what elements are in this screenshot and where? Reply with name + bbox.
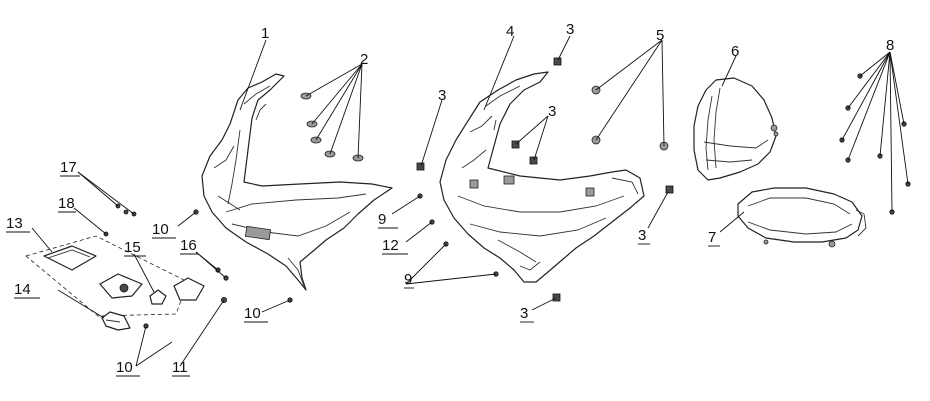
callout-16: 16 (180, 237, 197, 254)
callout-13: 13 (6, 215, 23, 232)
callout-9-lower: 9 (404, 271, 412, 288)
callout-2: 2 (360, 51, 368, 68)
callout-10-bottom: 10 (116, 359, 133, 376)
leader-lines (31, 35, 909, 367)
inner-frame-part (439, 71, 645, 283)
callout-labels: 1 2 3 3 3 3 3 4 5 6 7 8 9 9 10 10 10 11 … (6, 21, 894, 376)
callout-15: 15 (124, 239, 141, 256)
callout-7: 7 (708, 229, 716, 246)
callout-1: 1 (261, 25, 269, 42)
callout-3-mid: 3 (548, 103, 556, 120)
label-underlines (6, 175, 720, 377)
lower-lens-part (737, 187, 867, 248)
callout-12: 12 (382, 237, 399, 254)
callout-9-upper: 9 (378, 211, 386, 228)
callout-3-left: 3 (438, 87, 446, 104)
callout-3-bottom: 3 (520, 305, 528, 322)
callout-5: 5 (656, 27, 664, 44)
callout-8: 8 (886, 37, 894, 54)
callout-18: 18 (58, 195, 75, 212)
bracket-subassembly (25, 235, 205, 331)
callout-10-left: 10 (152, 221, 169, 238)
callout-3-top: 3 (566, 21, 574, 38)
callout-17: 17 (60, 159, 77, 176)
callout-14: 14 (14, 281, 31, 298)
callout-4: 4 (506, 23, 514, 40)
headlight-housing-part (693, 77, 779, 181)
callout-11: 11 (172, 359, 188, 376)
front-cover-part (201, 73, 393, 291)
callout-3-right: 3 (638, 227, 646, 244)
callout-6: 6 (731, 43, 739, 60)
callout-10-right: 10 (244, 305, 261, 322)
